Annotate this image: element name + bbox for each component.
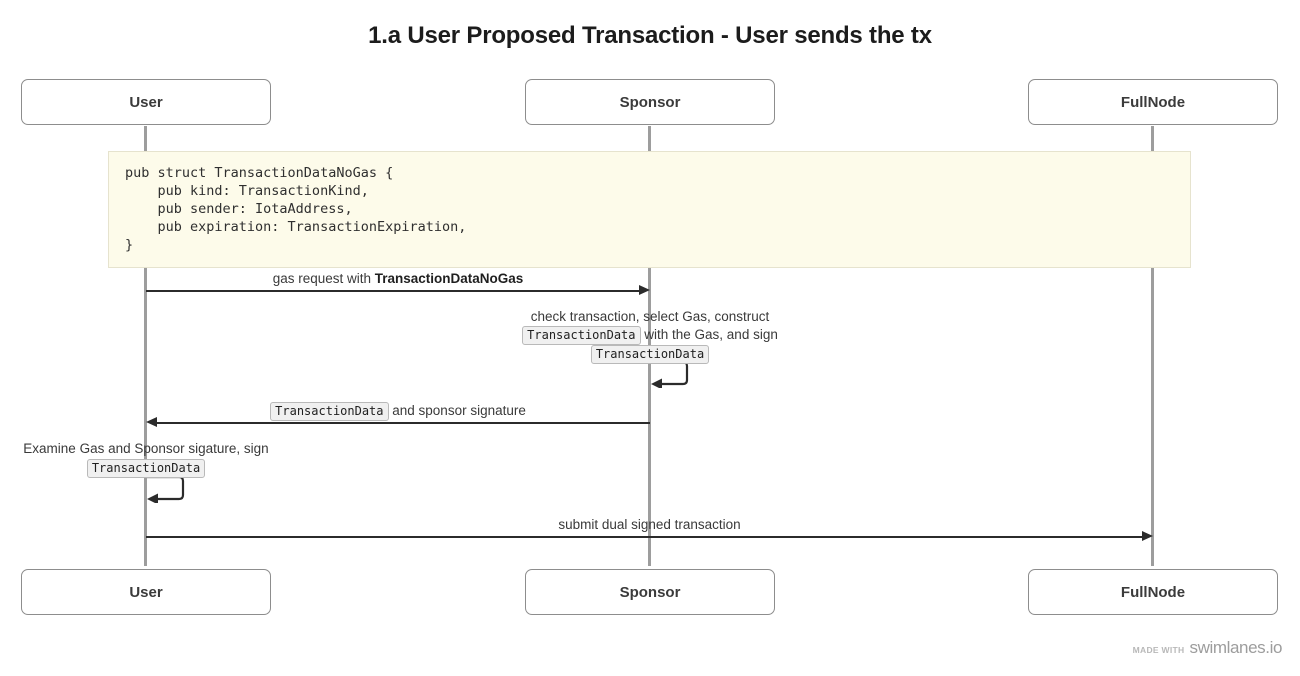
message-label-bold: TransactionDataNoGas <box>374 271 524 286</box>
made-with-label: Made with <box>1132 645 1185 655</box>
footer-credit[interactable]: Made with swimlanes.io <box>1132 638 1283 658</box>
message-label-m2-line2: TransactionData with the Gas, and sign <box>450 325 850 345</box>
participant-label: FullNode <box>1120 583 1186 601</box>
note-code-block: pub struct TransactionDataNoGas { pub ki… <box>108 151 1191 268</box>
message-arrowhead-m3 <box>146 417 157 427</box>
message-label-m1: gas request with TransactionDataNoGas <box>146 269 650 288</box>
message-label-m2-line1: check transaction, select Gas, construct <box>450 307 850 326</box>
participant-label: Sponsor <box>619 583 681 601</box>
message-line-m1 <box>146 290 640 292</box>
message-label-text: gas request with <box>272 271 375 286</box>
message-label-text: submit dual signed transaction <box>558 517 741 532</box>
message-label-text: and sponsor signature <box>388 403 526 418</box>
participant-label: FullNode <box>1120 93 1186 111</box>
page-title: 1.a User Proposed Transaction - User sen… <box>368 22 932 49</box>
message-label-text: check transaction, select Gas, construct <box>530 309 770 324</box>
note-code-text: pub struct TransactionDataNoGas { pub ki… <box>125 165 467 253</box>
message-label-m4-line1: Examine Gas and Sponsor sigature, sign <box>0 439 346 458</box>
message-label-m4-line2: TransactionData <box>0 458 346 478</box>
message-line-m3 <box>156 422 650 424</box>
self-message-loop-sponsor <box>651 360 689 388</box>
message-line-m5 <box>146 536 1143 538</box>
participant-label: User <box>129 93 163 111</box>
lifeline-fullnode <box>1151 126 1154 566</box>
participant-bottom-fullnode[interactable]: FullNode <box>1028 569 1278 615</box>
message-arrowhead-m5 <box>1142 531 1153 541</box>
participant-label: User <box>129 583 163 601</box>
participant-top-user[interactable]: User <box>21 79 271 125</box>
code-span: TransactionData <box>270 402 389 421</box>
swimlanes-brand-label: swimlanes.io <box>1189 638 1282 657</box>
lifeline-user <box>144 126 147 566</box>
participant-label: Sponsor <box>619 93 681 111</box>
participant-bottom-sponsor[interactable]: Sponsor <box>525 569 775 615</box>
message-label-m2-line3: TransactionData <box>450 344 850 364</box>
message-label-text: with the Gas, and sign <box>640 327 778 342</box>
message-label-m3: TransactionData and sponsor signature <box>146 401 650 421</box>
participant-top-fullnode[interactable]: FullNode <box>1028 79 1278 125</box>
self-message-loop-user <box>147 475 185 503</box>
message-label-m5: submit dual signed transaction <box>146 515 1153 534</box>
code-span: TransactionData <box>86 459 206 478</box>
participant-bottom-user[interactable]: User <box>21 569 271 615</box>
code-span: TransactionData <box>522 326 641 345</box>
message-arrowhead-m1 <box>639 285 650 295</box>
code-span: TransactionData <box>590 345 710 364</box>
message-label-text: Examine Gas and Sponsor sigature, sign <box>23 441 269 456</box>
participant-top-sponsor[interactable]: Sponsor <box>525 79 775 125</box>
